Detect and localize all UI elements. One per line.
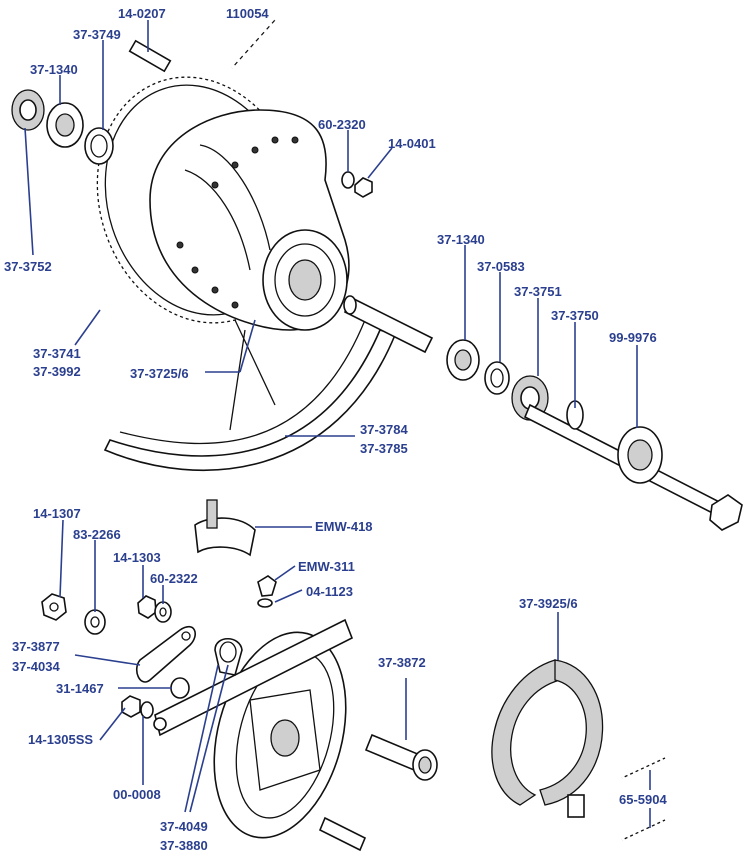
part-label: 37-3751 (514, 284, 562, 299)
left-bearings (11, 89, 114, 165)
fitting-emw-418 (194, 499, 256, 557)
nut-14-1305ss (121, 695, 154, 719)
part-label: 83-2266 (73, 527, 121, 542)
adjuster-bolt (318, 816, 367, 852)
part-label: 99-9976 (609, 330, 657, 345)
part-label: 37-4049 (160, 819, 208, 834)
part-label: 31-1467 (56, 681, 104, 696)
part-label: 65-5904 (619, 792, 667, 807)
part-label: 14-1307 (33, 506, 81, 521)
part-label: 37-3872 (378, 655, 426, 670)
part-label: 37-3880 (160, 838, 208, 853)
part-label: 14-0207 (118, 6, 166, 21)
axle-spacer (343, 295, 434, 354)
chain (231, 19, 276, 69)
part-label: 60-2322 (150, 571, 198, 586)
part-label: 37-3750 (551, 308, 599, 323)
brake-cam (364, 733, 438, 781)
part-label: 14-1303 (113, 550, 161, 565)
brake-shoes (491, 659, 604, 818)
part-label: 14-1305SS (28, 732, 94, 747)
washer-83-2266 (84, 609, 106, 635)
cam-lever-37-4049 (214, 637, 243, 676)
right-bearings (446, 339, 549, 421)
nut-14-1307 (41, 593, 67, 621)
part-label: 04-1123 (306, 584, 353, 599)
part-label: 14-0401 (388, 136, 436, 151)
part-label: 37-3725/6 (130, 366, 189, 381)
leader-lines (24, 20, 651, 828)
part-label: 00-0008 (113, 787, 161, 802)
part-label: 37-3785 (360, 441, 408, 456)
part-label: 37-3877 (12, 639, 60, 654)
nut-14-1303 (137, 595, 157, 619)
part-label: 60-2320 (318, 117, 366, 132)
washer-nut (341, 171, 373, 198)
part-label: EMW-418 (315, 519, 373, 534)
part-label: 37-3749 (73, 27, 121, 42)
part-label: 37-3752 (4, 259, 52, 274)
rear-axle (523, 400, 743, 531)
wheel-rim-segment (103, 319, 397, 472)
part-label: 37-1340 (30, 62, 78, 77)
part-label: 110054 (226, 6, 269, 21)
part-label: EMW-311 (298, 559, 355, 574)
part-label: 37-4034 (12, 659, 60, 674)
wheel-hub (149, 109, 350, 331)
part-label: 37-3992 (33, 364, 81, 379)
part-label: 37-3925/6 (519, 596, 578, 611)
bolt-31-1467 (170, 677, 190, 699)
springs (621, 757, 666, 841)
brake-lever (135, 625, 196, 683)
grease-nipple-emw-311 (257, 575, 277, 608)
part-label: 37-3784 (360, 422, 408, 437)
bolt-14-0207 (128, 39, 172, 73)
washer-60-2322 (154, 601, 172, 623)
torque-arm (153, 618, 354, 737)
part-label: 37-3741 (33, 346, 81, 361)
part-label: 37-1340 (437, 232, 485, 247)
spokes (229, 319, 276, 431)
part-label: 37-0583 (477, 259, 525, 274)
